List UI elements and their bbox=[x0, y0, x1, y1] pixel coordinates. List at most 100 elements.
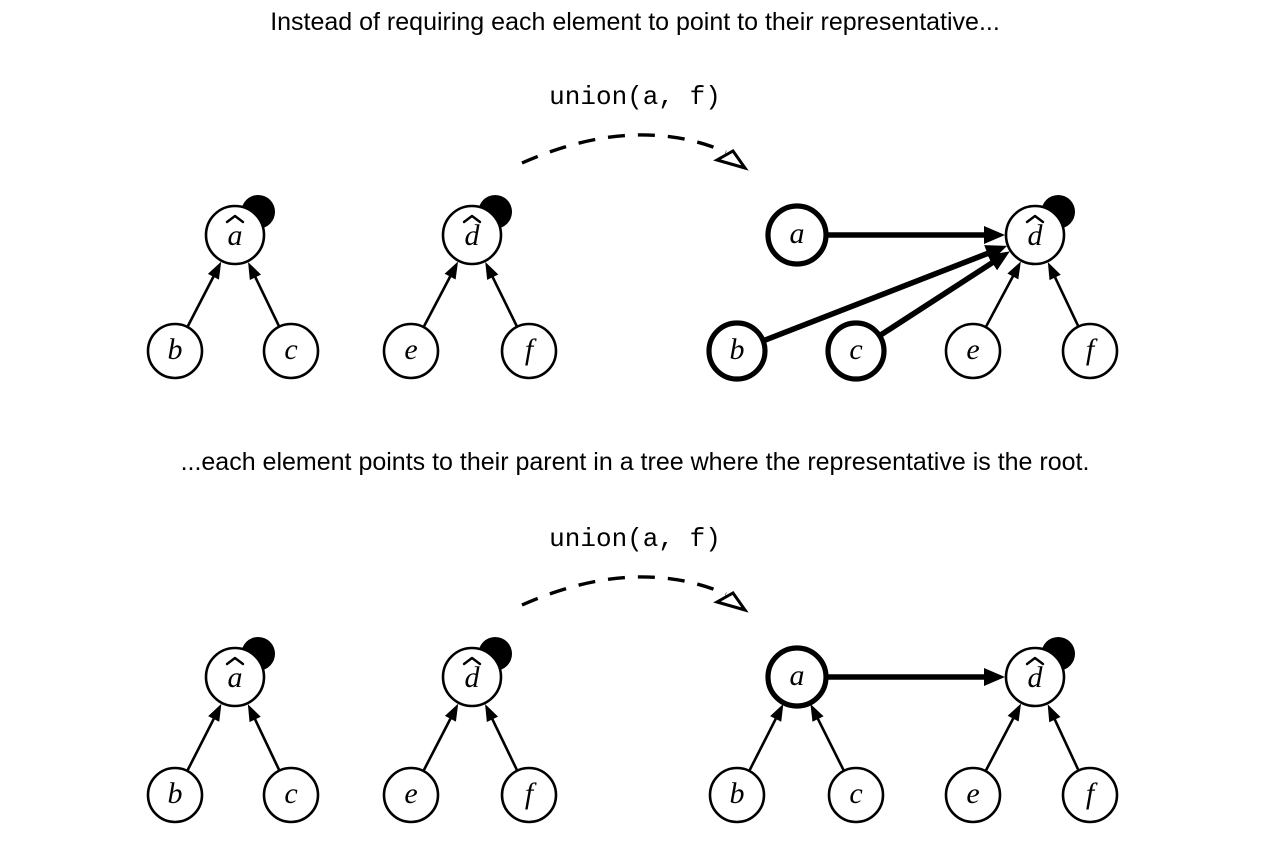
node-circle[interactable] bbox=[1061, 766, 1119, 824]
union-call-label-row1: union(a, f) bbox=[549, 82, 721, 112]
node-d[interactable]: d bbox=[441, 646, 503, 708]
node-b[interactable]: b bbox=[706, 320, 768, 382]
edge-line bbox=[489, 272, 518, 327]
edge-b-to-a bbox=[186, 261, 222, 327]
node-e[interactable]: e bbox=[382, 322, 440, 380]
edge-arrowhead-icon bbox=[984, 668, 1005, 686]
edge-line bbox=[1051, 714, 1080, 771]
edge-arrowhead-icon bbox=[984, 226, 1005, 244]
node-f[interactable]: f bbox=[500, 322, 558, 380]
edge-e-to-d bbox=[985, 261, 1021, 327]
node-circle[interactable] bbox=[146, 766, 204, 824]
edge-arrowhead-icon bbox=[207, 261, 222, 280]
edge-e-to-d bbox=[422, 261, 459, 327]
node-circle[interactable] bbox=[1004, 646, 1066, 708]
circumflex-hat-icon bbox=[462, 214, 482, 224]
node-e[interactable]: e bbox=[382, 766, 440, 824]
node-c[interactable]: c bbox=[262, 766, 320, 824]
node-circle[interactable] bbox=[262, 766, 320, 824]
edge-line bbox=[186, 714, 218, 771]
union-call-label-row2: union(a, f) bbox=[549, 524, 721, 554]
node-a[interactable]: a bbox=[765, 645, 829, 709]
union-arc-row2 bbox=[521, 575, 727, 607]
node-circle[interactable] bbox=[944, 766, 1002, 824]
union-arc-row1 bbox=[521, 133, 727, 165]
graph-group: d e f bbox=[382, 194, 558, 380]
node-circle[interactable] bbox=[500, 766, 558, 824]
node-circle[interactable] bbox=[382, 322, 440, 380]
node-f[interactable]: f bbox=[500, 766, 558, 824]
edge-c-to-a bbox=[248, 262, 280, 327]
node-d[interactable]: d bbox=[1004, 646, 1066, 708]
node-b[interactable]: b bbox=[146, 322, 204, 380]
edge-f-to-d bbox=[1047, 704, 1080, 771]
graph-row: a b c d e f a d b c e f bbox=[146, 194, 1119, 382]
node-b[interactable]: b bbox=[708, 766, 766, 824]
node-circle[interactable] bbox=[204, 646, 266, 708]
edge-a-to-d bbox=[827, 226, 1005, 244]
edge-e-to-d bbox=[984, 703, 1022, 771]
node-circle[interactable] bbox=[1004, 204, 1066, 266]
caption-top: Instead of requiring each element to poi… bbox=[270, 8, 1000, 36]
node-label: c bbox=[284, 777, 297, 810]
node-circle[interactable] bbox=[146, 322, 204, 380]
node-label: d bbox=[465, 661, 481, 694]
node-circle[interactable] bbox=[441, 204, 503, 266]
graph-group: d e f bbox=[382, 636, 558, 824]
edge-c-to-a bbox=[810, 703, 845, 771]
node-circle[interactable] bbox=[382, 766, 440, 824]
node-circle[interactable] bbox=[204, 204, 266, 266]
node-circle[interactable] bbox=[500, 322, 558, 380]
node-circle[interactable] bbox=[262, 322, 320, 380]
node-circle[interactable] bbox=[706, 320, 768, 382]
node-circle[interactable] bbox=[1061, 322, 1119, 380]
edge-arrowhead-icon bbox=[248, 262, 262, 281]
node-label: b bbox=[730, 333, 745, 366]
node-f[interactable]: f bbox=[1061, 322, 1119, 380]
node-circle[interactable] bbox=[827, 766, 885, 824]
graph-group: a b c bbox=[146, 194, 320, 380]
edge-line bbox=[422, 713, 454, 771]
node-circle[interactable] bbox=[825, 320, 887, 382]
edge-arrowhead-icon bbox=[1007, 703, 1022, 722]
union-annotation-row1: union(a, f) bbox=[521, 82, 749, 171]
node-label: a bbox=[790, 217, 805, 250]
circumflex-hat-icon bbox=[462, 656, 482, 666]
node-label: d bbox=[465, 219, 481, 252]
node-f[interactable]: f bbox=[1061, 766, 1119, 824]
edge-f-to-d bbox=[485, 261, 518, 327]
edge-e-to-d bbox=[422, 703, 459, 771]
edge-arrowhead-icon bbox=[810, 703, 824, 722]
node-e[interactable]: e bbox=[944, 322, 1002, 380]
node-label: e bbox=[966, 333, 979, 366]
node-label: c bbox=[849, 777, 862, 810]
node-a[interactable]: a bbox=[204, 646, 266, 708]
node-circle[interactable] bbox=[765, 203, 829, 267]
node-a[interactable]: a bbox=[765, 203, 829, 267]
edge-arrowhead-icon bbox=[1047, 704, 1061, 723]
node-circle[interactable] bbox=[708, 766, 766, 824]
node-e[interactable]: e bbox=[944, 766, 1002, 824]
edge-arrowhead-icon bbox=[485, 704, 499, 723]
edge-c-to-d bbox=[879, 251, 1010, 338]
edge-arrowhead-icon bbox=[770, 703, 784, 722]
node-circle[interactable] bbox=[944, 322, 1002, 380]
node-d[interactable]: d bbox=[1004, 204, 1066, 266]
node-label: b bbox=[168, 333, 183, 366]
edge-f-to-d bbox=[1047, 262, 1080, 327]
edge-arrowhead-icon bbox=[247, 704, 261, 723]
edge-b-to-a bbox=[748, 703, 784, 771]
node-d[interactable]: d bbox=[441, 204, 503, 266]
node-circle[interactable] bbox=[441, 646, 503, 708]
node-c[interactable]: c bbox=[825, 320, 887, 382]
node-a[interactable]: a bbox=[204, 204, 266, 266]
edge-line bbox=[748, 714, 780, 771]
node-c[interactable]: c bbox=[262, 322, 320, 380]
edge-line bbox=[763, 248, 994, 343]
node-circle[interactable] bbox=[765, 645, 829, 709]
node-c[interactable]: c bbox=[827, 766, 885, 824]
circumflex-hat-icon bbox=[225, 214, 245, 224]
node-b[interactable]: b bbox=[146, 766, 204, 824]
